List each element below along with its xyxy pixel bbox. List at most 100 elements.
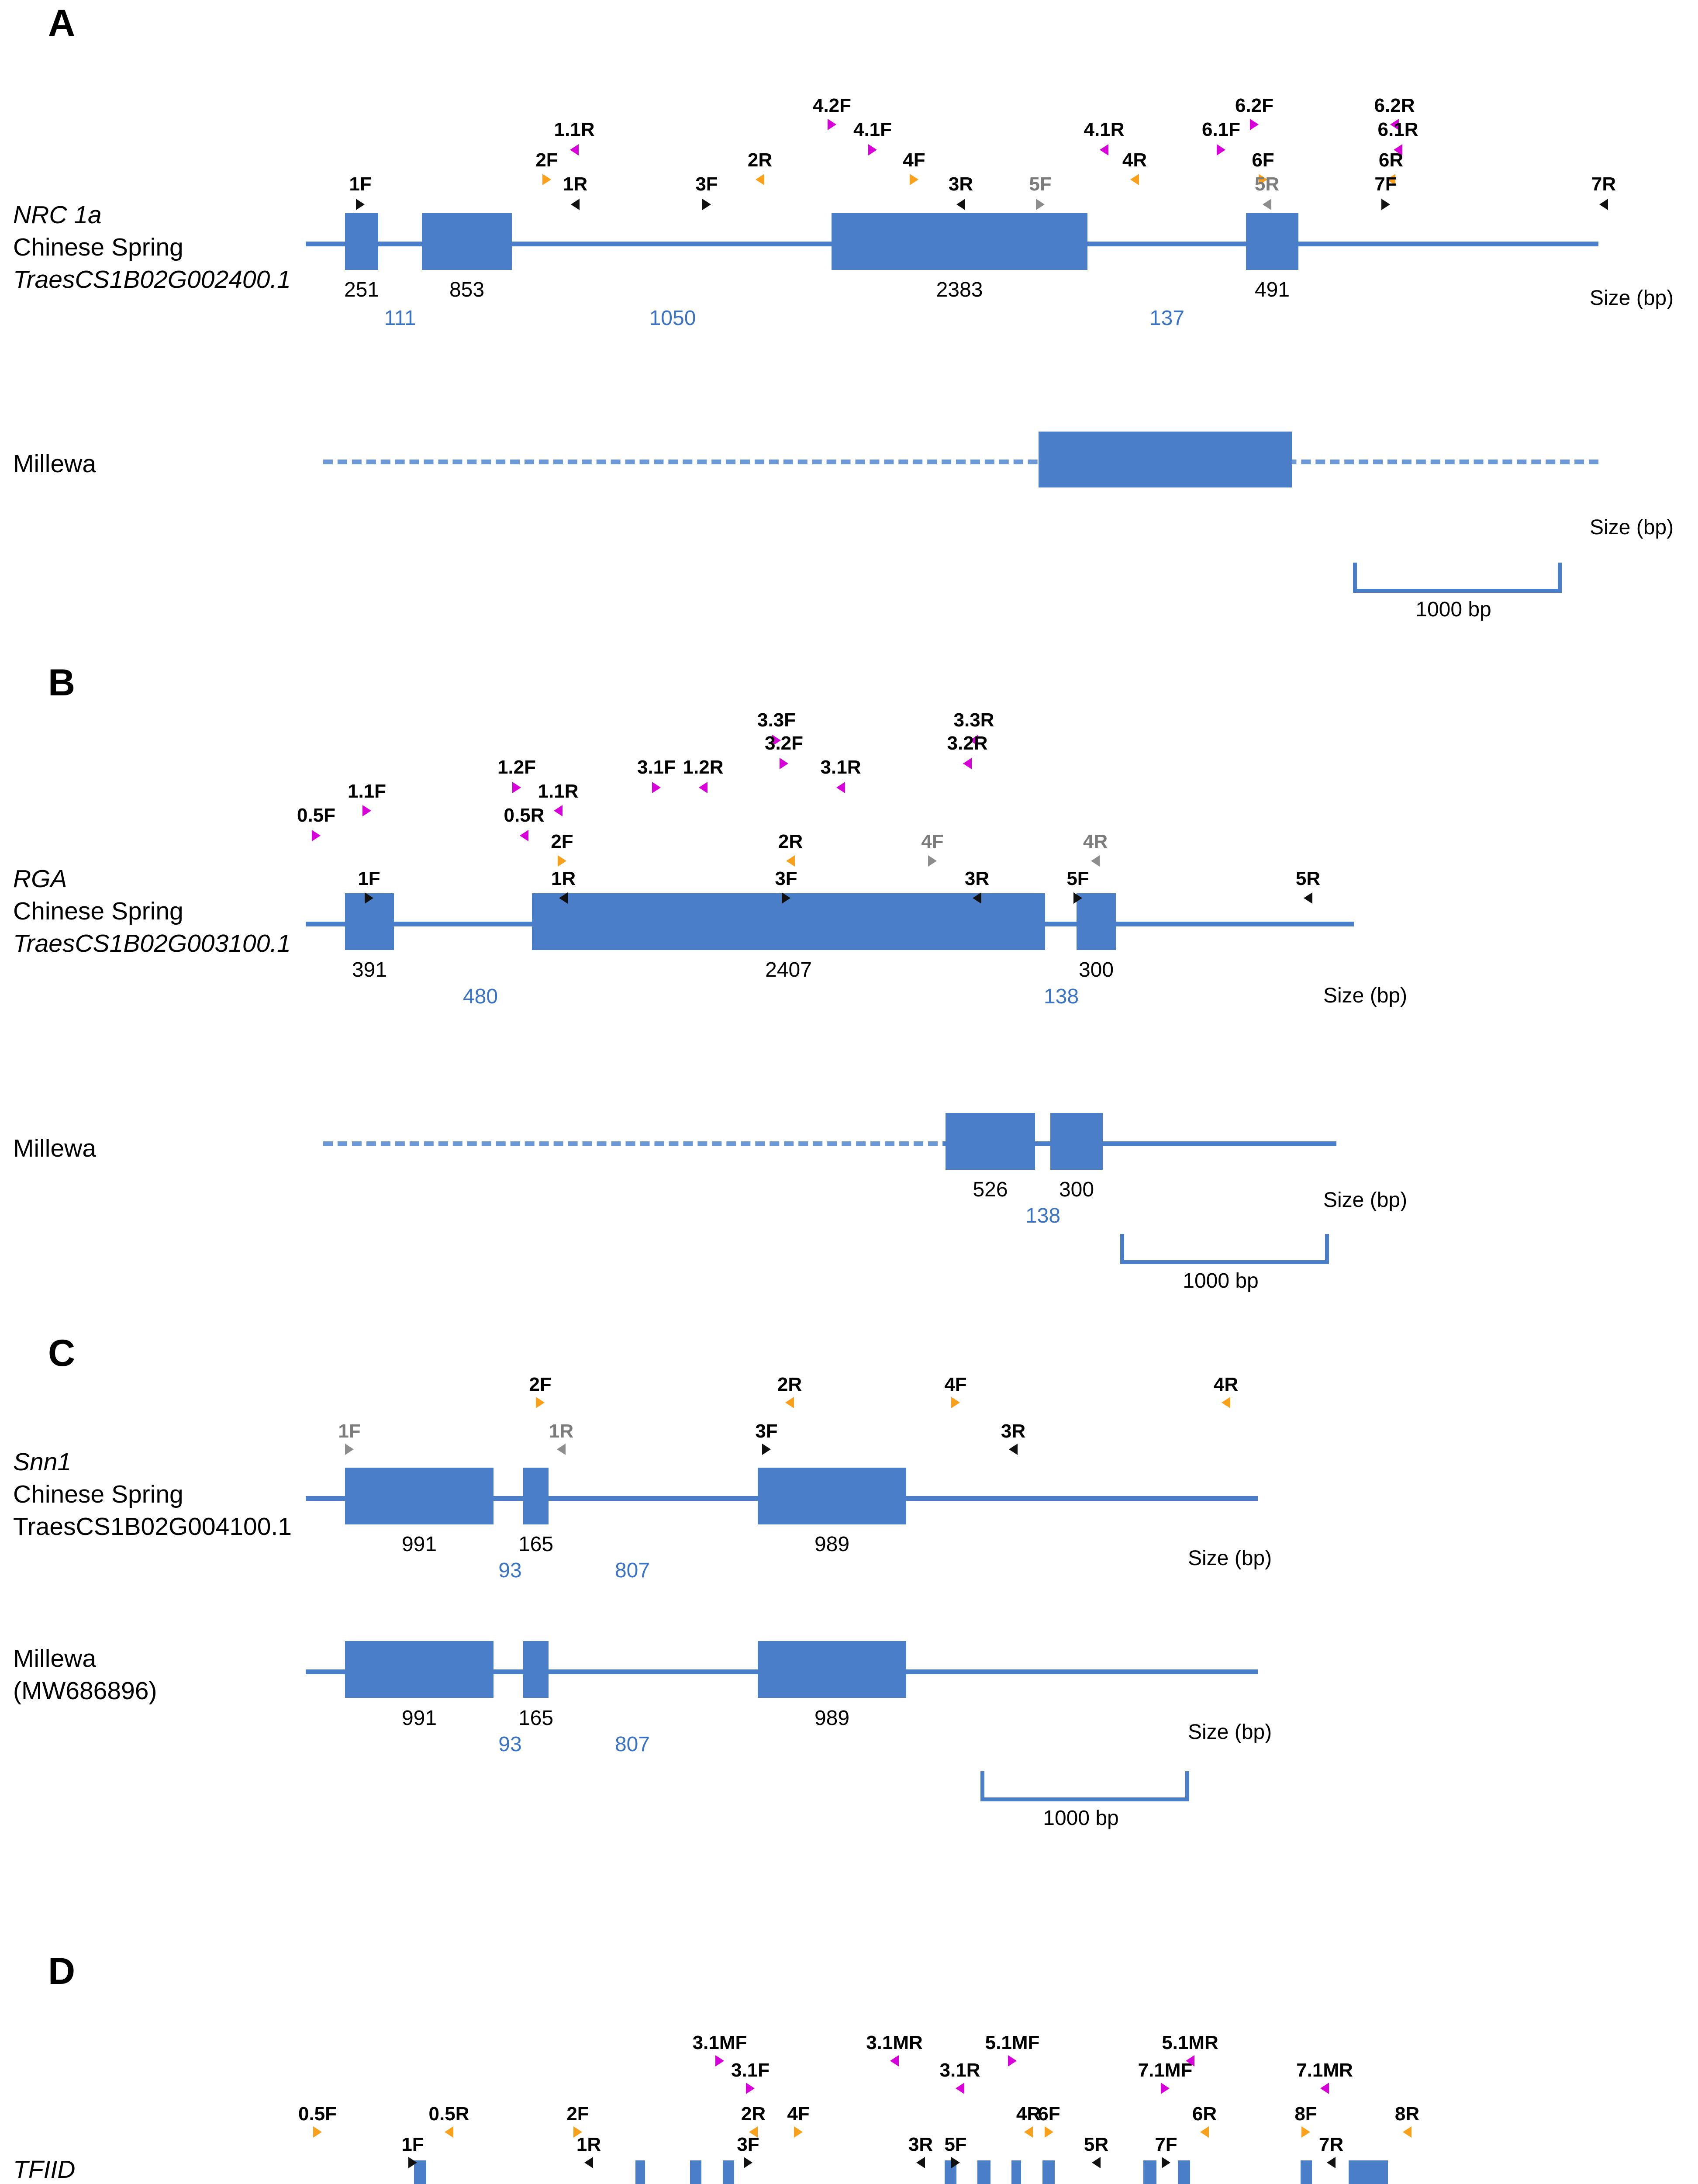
exon-box xyxy=(1178,2160,1190,2184)
exon-box xyxy=(1246,213,1298,270)
primer-label-4f: 4F xyxy=(944,1374,967,1395)
exon-size-label: 2407 xyxy=(765,958,812,981)
gene-name: Snn1 xyxy=(13,1448,72,1476)
accession-id: TraesCS1B02G003100.1 xyxy=(13,930,291,958)
exon-box xyxy=(946,1113,1035,1170)
primer-label-5r: 5R xyxy=(1295,868,1321,889)
primer-arrow-left-icon xyxy=(1024,2126,1033,2138)
primer-label-4-1r: 4.1R xyxy=(1084,119,1125,140)
primer-arrow-right-icon xyxy=(868,144,877,156)
accession-id: (MW686896) xyxy=(13,1677,157,1705)
primer-label-6-2r: 6.2R xyxy=(1374,95,1415,116)
primer-arrow-right-icon xyxy=(1008,2055,1017,2067)
primer-label-8r: 8R xyxy=(1394,2103,1420,2125)
primer-arrow-left-icon xyxy=(749,2126,758,2138)
primer-arrow-right-icon xyxy=(573,2126,582,2138)
primer-label-3-1f: 3.1F xyxy=(731,2060,770,2081)
primer-label-3r: 3R xyxy=(908,2134,933,2155)
primer-arrow-right-icon xyxy=(1045,2126,1053,2138)
exon-size-label: 300 xyxy=(1078,958,1114,981)
primer-arrow-right-icon xyxy=(312,830,321,841)
primer-label-2r: 2R xyxy=(747,149,773,171)
primer-arrow-right-icon xyxy=(951,1397,960,1408)
panel-letter-c: C xyxy=(48,1332,76,1374)
exon-size-label: 165 xyxy=(518,1533,554,1556)
primer-arrow-right-icon xyxy=(910,174,918,185)
primer-arrow-left-icon xyxy=(1130,174,1139,185)
exon-box xyxy=(690,2160,701,2184)
panel-c-size-axis-label: Size (bp) xyxy=(1188,1547,1272,1570)
primer-arrow-left-icon xyxy=(699,782,708,793)
panel-a-millewa-size-axis-label: Size (bp) xyxy=(1590,516,1674,539)
exon-box xyxy=(1077,893,1116,950)
primer-label-4-2f: 4.2F xyxy=(812,95,852,116)
primer-label-0-5r: 0.5R xyxy=(428,2103,469,2125)
primer-arrow-left-icon xyxy=(970,735,978,746)
exon-size-label: 526 xyxy=(973,1178,1008,1201)
primer-arrow-right-icon xyxy=(1259,174,1267,185)
intron-size-label: 1050 xyxy=(649,307,696,330)
panel-c-scale-bar xyxy=(980,1771,1189,1801)
exon-box xyxy=(1349,2160,1388,2184)
primer-label-7r: 7R xyxy=(1591,173,1616,195)
primer-arrow-right-icon xyxy=(1301,2126,1310,2138)
cultivar-name: Chinese Spring xyxy=(13,897,183,926)
panel-b-millewa-dashed xyxy=(323,1141,952,1146)
primer-arrow-left-icon xyxy=(1304,892,1312,904)
panel-c-gene-label: Snn1 Chinese Spring TraesCS1B02G004100.1 xyxy=(13,1446,292,1543)
gene-name: NRC 1a xyxy=(13,201,102,229)
primer-label-0-5r: 0.5R xyxy=(504,805,545,826)
exon-size-label: 491 xyxy=(1254,278,1290,301)
exon-size-label: 300 xyxy=(1059,1178,1094,1201)
primer-label-3-1r: 3.1R xyxy=(939,2060,980,2081)
primer-label-2r: 2R xyxy=(741,2103,766,2125)
primer-label-6-2f: 6.2F xyxy=(1235,95,1274,116)
primer-label-6-1r: 6.1R xyxy=(1377,119,1418,140)
primer-label-1r: 1R xyxy=(576,2134,601,2155)
primer-arrow-right-icon xyxy=(1162,2157,1170,2168)
primer-label-3-2f: 3.2F xyxy=(764,733,804,754)
primer-arrow-right-icon xyxy=(1217,144,1225,156)
primer-label-7-1mf: 7.1MF xyxy=(1138,2060,1193,2081)
primer-label-1-2r: 1.2R xyxy=(683,757,724,778)
primer-label-0-5f: 0.5F xyxy=(297,805,336,826)
primer-arrow-left-icon xyxy=(756,174,764,185)
primer-arrow-left-icon xyxy=(956,2083,964,2094)
primer-arrow-right-icon xyxy=(794,2126,803,2138)
primer-label-5-1mr: 5.1MR xyxy=(1162,2032,1218,2053)
primer-arrow-left-icon xyxy=(1387,174,1395,185)
primer-arrow-left-icon xyxy=(1009,1444,1018,1455)
primer-label-3-1mf: 3.1MF xyxy=(692,2032,747,2053)
primer-label-7f: 7F xyxy=(1155,2134,1177,2155)
primer-label-1-1f: 1.1F xyxy=(347,781,387,802)
exon-size-label: 991 xyxy=(401,1707,437,1730)
exon-box xyxy=(832,213,1087,270)
primer-arrow-left-icon xyxy=(916,2157,925,2168)
primer-label-2r: 2R xyxy=(777,1374,802,1395)
primer-label-4r: 4R xyxy=(1083,831,1108,852)
exon-box xyxy=(977,2160,990,2184)
exon-box xyxy=(345,1641,494,1698)
accession-id: TraesCS1B02G002400.1 xyxy=(13,266,291,294)
exon-box xyxy=(345,1468,494,1524)
panel-b-scale-label: 1000 bp xyxy=(1183,1269,1259,1292)
exon-box xyxy=(1042,2160,1055,2184)
primer-label-1f: 1F xyxy=(349,173,372,195)
primer-label-7r: 7R xyxy=(1318,2134,1344,2155)
exon-box xyxy=(723,2160,734,2184)
primer-label-7f: 7F xyxy=(1374,173,1397,195)
primer-arrow-right-icon xyxy=(365,892,373,904)
primer-label-5f: 5F xyxy=(944,2134,967,2155)
primer-arrow-right-icon xyxy=(715,2055,724,2067)
exon-size-label: 989 xyxy=(814,1707,850,1730)
panel-b-scale-bar xyxy=(1120,1234,1329,1264)
primer-arrow-left-icon xyxy=(1091,855,1100,867)
primer-label-4f: 4F xyxy=(903,149,925,171)
primer-label-3r: 3R xyxy=(964,868,990,889)
primer-label-1r: 1R xyxy=(549,1420,574,1442)
panel-a-millewa-backbone xyxy=(323,460,1598,464)
panel-c-millewa-size-axis-label: Size (bp) xyxy=(1188,1721,1272,1744)
exon-box xyxy=(758,1468,906,1524)
exon-box xyxy=(345,213,378,270)
panel-c-millewa-label: Millewa (MW686896) xyxy=(13,1642,157,1707)
